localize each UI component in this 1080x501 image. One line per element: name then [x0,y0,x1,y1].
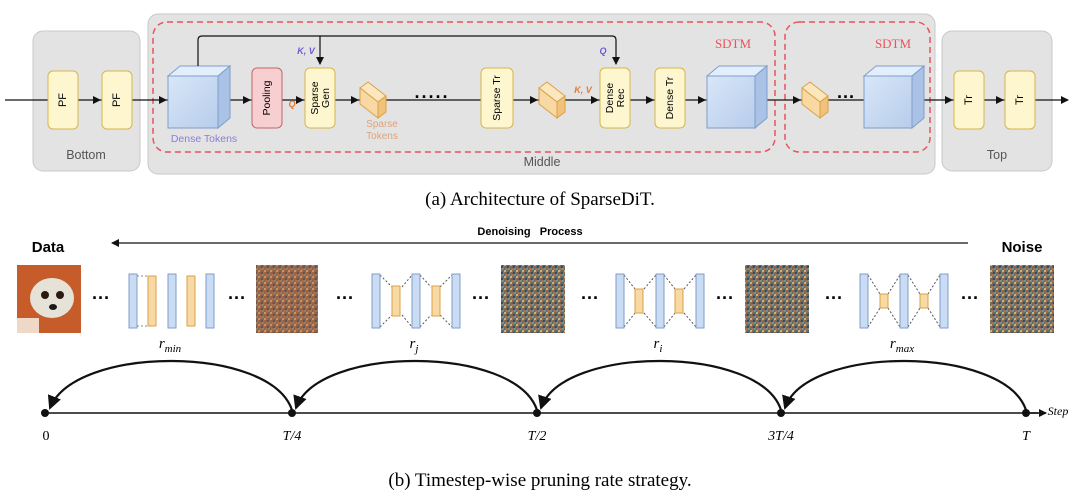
tr-block-2 [1004,70,1036,130]
svg-text:···: ··· [961,288,979,308]
sparse-tr-label: Sparse Tr [491,75,503,121]
pooling-block [251,67,283,129]
svg-text:···: ··· [472,288,490,308]
pooling-label: Pooling [261,80,273,115]
sparse-gen-block [304,67,336,129]
sparse-tr-block [480,67,514,129]
dense-cube-3 [862,64,926,130]
clean-image-red-panda [17,265,81,333]
timeline-point-0 [41,409,49,417]
step-label: Step [1048,404,1069,418]
rate-rj: rj [410,336,419,355]
q-label-2: Q [599,46,606,56]
caption-b: (b) Timestep-wise pruning rate strategy. [388,470,691,491]
ellipsis-sdtm2: ··· [837,87,855,107]
noisy-image-3 [745,265,809,333]
q-label-1: Q [288,99,295,109]
tick-0: 0 [43,429,50,444]
ellipsis-row: ··· ··· ··· ··· ··· ··· ··· ··· [92,288,979,308]
sparse-tokens-block-1 [359,81,387,120]
network-icon-rj [371,273,461,329]
tr-label-1: Tr [963,95,975,105]
network-icon-rmax [859,273,949,329]
pruning-strategy-diagram: Data Noise Denoising Process ······ ····… [17,226,1068,491]
denoising-process-label: Denoising Process [477,226,582,238]
kv-label-1: K, V [297,46,316,56]
arc-t2-to-t4 [293,359,539,411]
tick-t: T [1022,429,1031,444]
pf-label-2: PF [111,93,123,107]
tick-t2: T/2 [528,429,547,444]
arc-t4-to-0 [47,359,294,411]
bottom-stage [32,30,141,172]
noise-image [990,265,1054,333]
dense-tokens-cube [166,64,232,130]
timeline-point-t4 [288,409,296,417]
pf-block-2 [101,70,133,130]
rate-rmin: rmin [159,336,182,355]
architecture-diagram: PF PF Dense Tokens Pooling Q SparseGen K… [5,13,1069,210]
sdtm-label-2: SDTM [875,36,912,51]
pf-label-1: PF [57,93,69,107]
dense-tokens-label: Dense Tokens [171,133,237,145]
dense-tr-label: Dense Tr [664,76,676,119]
timeline-point-t2 [533,409,541,417]
rate-rmax: rmax [890,336,914,355]
svg-text:···: ··· [716,288,734,308]
dense-rec-label: DenseRec [604,83,627,114]
caption-a: (a) Architecture of SparseDiT. [425,189,655,210]
arc-t-to-3t4 [782,359,1028,411]
network-icon-ri [615,273,705,329]
tick-3t4: 3T/4 [767,429,794,444]
svg-text:···: ··· [92,288,110,308]
bottom-stage-label: Bottom [66,148,106,162]
network-icon-rmin [128,273,215,329]
tr-label-2: Tr [1014,95,1026,105]
noise-label: Noise [1002,239,1043,256]
sparse-tokens-block-3 [801,81,829,120]
middle-stage-label: Middle [524,155,561,169]
kv-label-2: K, V [574,85,593,95]
top-stage-label: Top [987,148,1007,162]
tick-t4: T/4 [283,429,302,444]
sparse-gen-label: SparseGen [309,81,332,114]
dense-rec-block [599,67,631,129]
dense-tr-block [654,67,686,129]
sdtm-label-1: SDTM [715,36,752,51]
timeline-point-t [1022,409,1030,417]
sdtm-box-2 [784,21,931,153]
timeline-point-3t4 [777,409,785,417]
tr-block-1 [953,70,985,130]
bypass-arrow [197,35,620,66]
svg-text:···: ··· [336,288,354,308]
svg-text:···: ··· [825,288,843,308]
rate-ri: ri [654,336,663,355]
data-label: Data [32,239,65,256]
sparse-tokens-block-2 [538,81,566,120]
noisy-image-2 [501,265,565,333]
ellipsis-middle: ····· [415,87,450,107]
dense-cube-2 [705,64,769,130]
arc-3t4-to-t2 [538,359,783,411]
svg-text:···: ··· [581,288,599,308]
pf-block-1 [47,70,79,130]
noisy-image-1 [256,265,318,333]
svg-text:···: ··· [228,288,246,308]
